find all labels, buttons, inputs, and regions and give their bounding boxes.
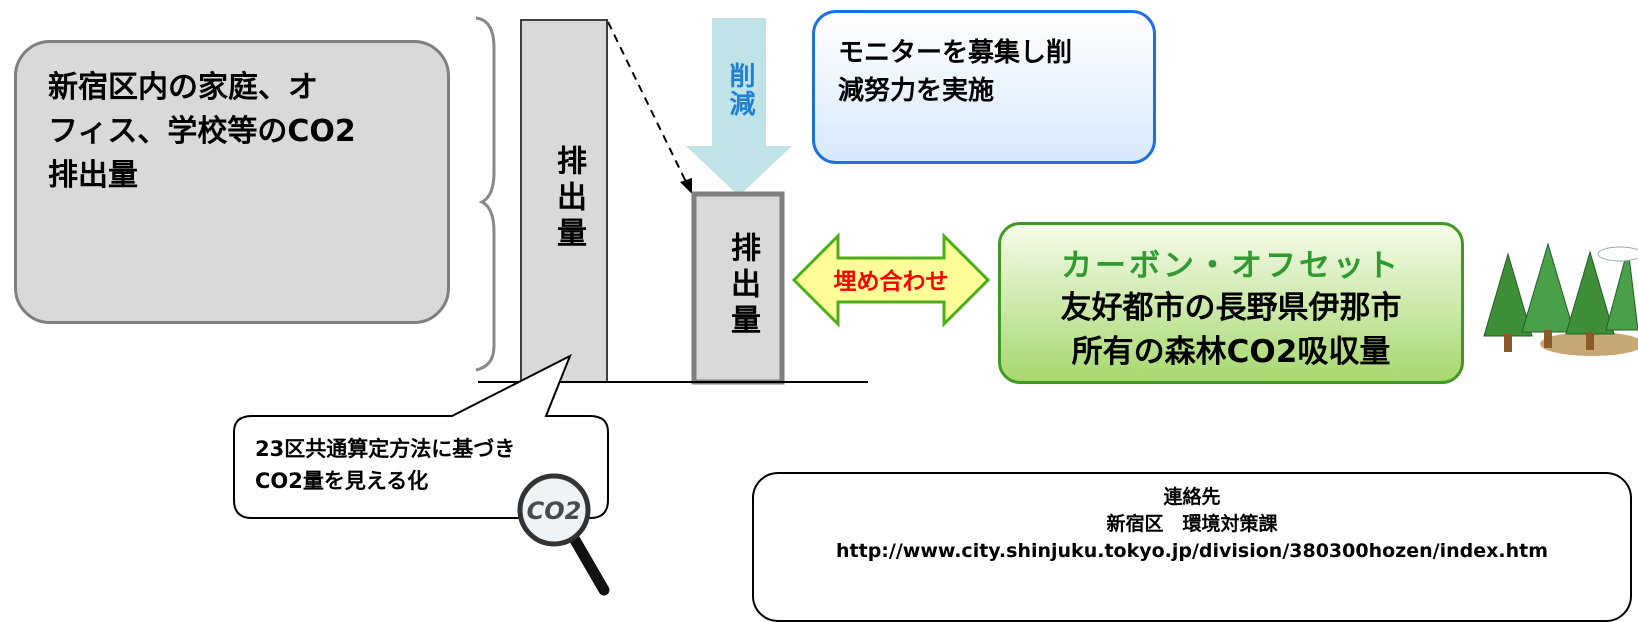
callout-text: 23区共通算定方法に基づき CO2量を見える化: [255, 437, 516, 493]
magnifier-icon: CO2: [517, 473, 610, 596]
dashed-arrow: [607, 21, 689, 187]
magnifier-label: CO2: [527, 497, 582, 525]
reduction-label: 削減: [725, 62, 755, 118]
carbon-offset-title: カーボン・オフセット: [1061, 248, 1401, 284]
reduction-arrow: [686, 18, 792, 196]
monitor-text: モニターを募集し削 減努力を実施: [838, 38, 1073, 106]
household-emissions-box: [14, 40, 450, 324]
bar-reduced-label: 排出量: [725, 232, 760, 340]
carbon-offset-body: 友好都市の長野県伊那市 所有の森林CO2吸収量: [1060, 290, 1402, 370]
contact-box: [752, 472, 1632, 622]
carbon-offset-box: [998, 222, 1464, 384]
fill-arrow: [791, 232, 991, 328]
household-emissions-text: 新宿区内の家庭、オ フィス、学校等のCO2 排出量: [48, 70, 356, 193]
callout-bubble: [233, 353, 609, 519]
dashed-arrow-head: [680, 178, 692, 194]
forest-illustration: [1483, 242, 1638, 356]
bar-original-label: 排出量: [551, 145, 586, 253]
contact-text: 連絡先 新宿区 環境対策課 http://www.city.shinjuku.t…: [836, 486, 1548, 562]
bar-reduced-emissions: [691, 191, 785, 385]
monitor-box: [812, 10, 1156, 164]
fill-arrow-label: 埋め合わせ: [833, 269, 949, 295]
curly-brace: [475, 16, 496, 372]
